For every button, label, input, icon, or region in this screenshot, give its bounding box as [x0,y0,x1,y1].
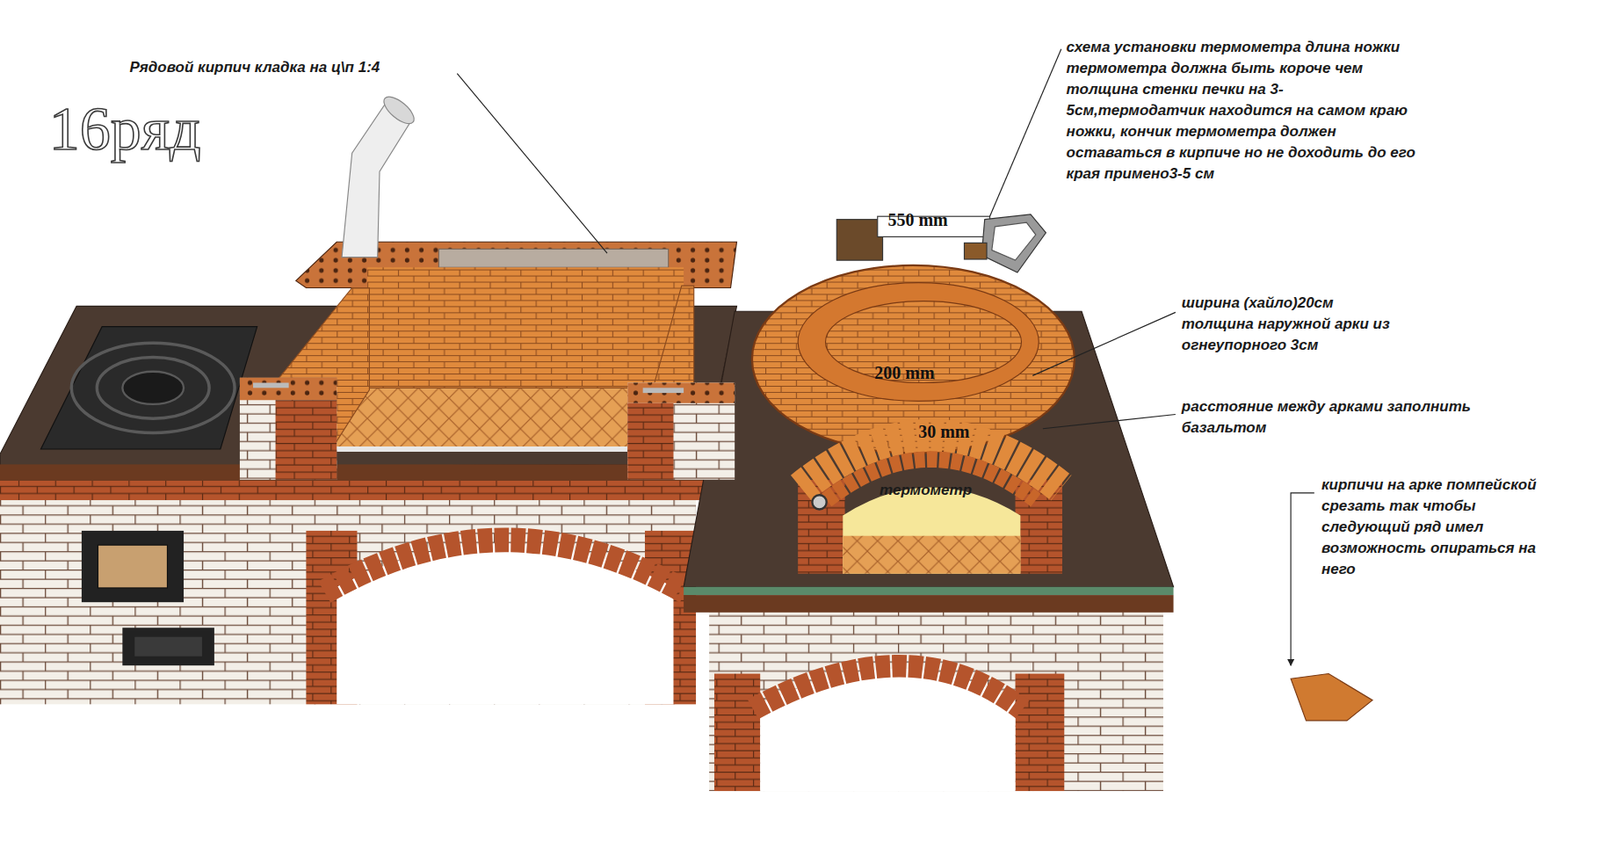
dimension: 550 mm [887,209,948,231]
dome-ring [797,282,1039,402]
brick-pillar [275,399,338,480]
hollow-brick [627,383,735,404]
oven-opening [842,487,1021,574]
dome-inner [825,301,1022,384]
brick-pillar [239,377,337,480]
thermometer-note: схема установки термометра длина ножки т… [1066,36,1420,185]
brick-section [836,219,883,261]
brick-wall [0,498,696,705]
door-glass [97,544,167,588]
thermometer-label: термометр [879,479,972,501]
chimney-top [379,92,419,129]
leader-line [456,73,608,254]
leader-arrow [1290,492,1315,666]
plate-ring [96,356,210,419]
oven-floor [842,535,1021,574]
steel-bar [253,383,290,389]
brick-column [1015,673,1065,791]
plate-ring [71,342,235,433]
brick-arch [324,539,686,592]
brick-column [714,673,761,791]
stone-slab [438,248,668,268]
thermometer-head [981,214,1046,273]
thermometer-bracket [963,242,987,260]
countertop-edge [683,586,1173,595]
hollow-brick [239,377,337,401]
chimney-pipe [341,100,411,258]
material-note: Рядовой кирпич кладка на ц\п 1:4 [129,57,380,79]
cast-iron-plate [40,326,257,449]
dimension: 30 mm [918,421,970,442]
ash-door-panel [134,637,203,657]
back-wall [367,267,684,390]
thermometer-dial [811,494,826,509]
fill-note: расстояние между арками заполнить базаль… [1181,396,1488,439]
brick-wall [709,609,1164,791]
brick-pillar [627,383,735,480]
steel-bar [643,387,684,393]
arch-note: ширина (хайло)20см толщина наружной арки… [1181,292,1391,356]
plate-ring [122,371,184,405]
grill-floor [331,387,653,449]
row-title: 16ряд [49,94,202,165]
leader-line [990,49,1062,217]
inner-arch [826,459,1036,500]
leader-line [1032,311,1176,376]
countertop-edge [0,463,704,481]
thermometer-face [991,222,1036,261]
firebox-door [81,530,184,602]
brick-pillar [627,403,674,480]
leader-line [1042,414,1176,429]
countertop-edge [683,594,1173,613]
cut-brick [1290,673,1373,720]
brick-row [0,479,704,500]
ash-door [122,627,215,666]
steel-strip [331,446,628,452]
dimension: 200 mm [874,362,934,384]
cut-brick-note: кирпичи на арке помпейской срезать так ч… [1321,474,1544,580]
brick-arch [752,666,1023,710]
